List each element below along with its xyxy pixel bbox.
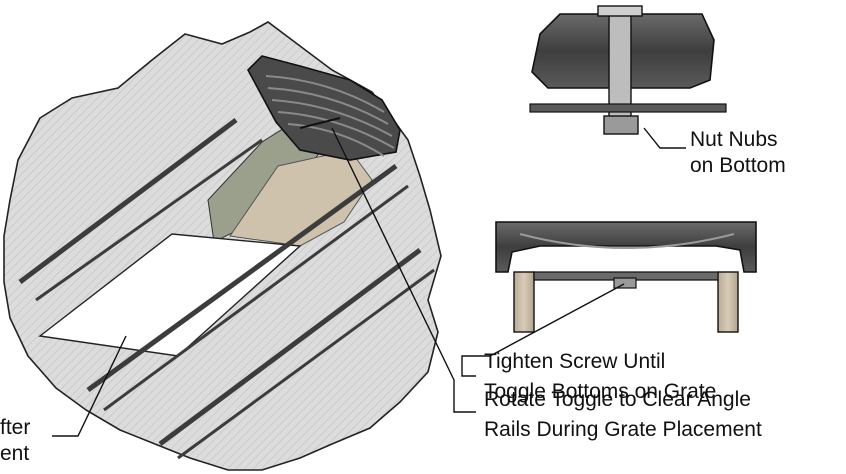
label-nut-nubs-2: on Bottom bbox=[690, 154, 786, 177]
toggle-plate bbox=[529, 103, 727, 113]
label-rotate-2: Rails During Grate Placement bbox=[484, 418, 762, 441]
bolt-section-view bbox=[529, 5, 727, 135]
leader-left bbox=[52, 335, 127, 437]
angle-rail-2 bbox=[35, 138, 263, 302]
angle-rail-4 bbox=[103, 184, 409, 412]
angle-rail-5 bbox=[158, 247, 422, 447]
leader-tighten bbox=[461, 283, 625, 377]
bolt-shank bbox=[608, 9, 632, 133]
label-rotate-1: Rotate Toggle to Clear Angle bbox=[484, 388, 751, 411]
angle-rail-3 bbox=[86, 163, 398, 393]
leader-nut-nubs bbox=[643, 127, 686, 149]
grate-top-section bbox=[495, 221, 757, 273]
label-left-1: fter bbox=[0, 416, 30, 439]
toggle-nut bbox=[613, 277, 637, 289]
right-angle-rail bbox=[717, 271, 739, 333]
bolt-head bbox=[597, 5, 643, 17]
toggle-bar bbox=[533, 271, 719, 281]
opened-grate-area bbox=[38, 233, 302, 357]
grate-breakout-view bbox=[3, 21, 442, 471]
leader-lines bbox=[52, 127, 686, 437]
nut bbox=[603, 115, 639, 135]
label-tighten-2: Toggle Bottoms on Grate bbox=[484, 380, 716, 403]
angle-rail-6 bbox=[177, 268, 435, 460]
label-tighten-1: Tighten Screw Until bbox=[484, 350, 665, 373]
grate-arch-highlight bbox=[519, 233, 735, 249]
label-left-2: ent bbox=[0, 442, 29, 465]
leader-rotate bbox=[331, 127, 476, 413]
angle-rail-1 bbox=[18, 118, 238, 284]
left-angle-rail bbox=[513, 271, 535, 333]
toggle-casting bbox=[247, 55, 401, 161]
label-nut-nubs-1: Nut Nubs bbox=[690, 128, 778, 151]
grate-on-rails-view bbox=[495, 221, 757, 333]
